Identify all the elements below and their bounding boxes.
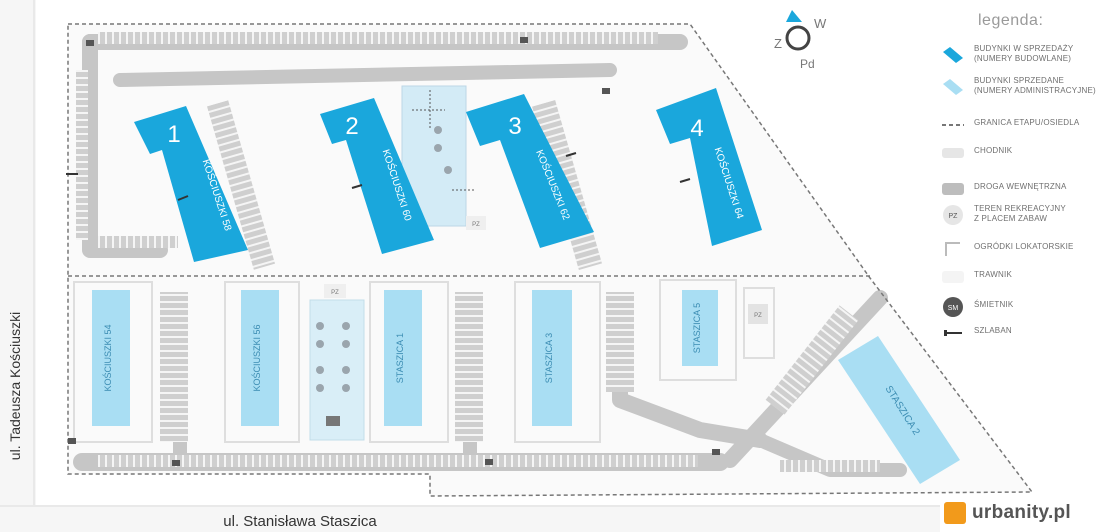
building-number: 1: [167, 121, 180, 148]
compass-east: W: [814, 16, 827, 31]
legend-item-sold: BUDYNKI SPRZEDANE (NUMERY ADMINISTRACYJN…: [932, 76, 1100, 106]
legend-title: legenda:: [978, 12, 1044, 29]
watermark-text: urbanity.pl: [972, 502, 1072, 523]
street-south: [0, 505, 940, 532]
dashed-line-icon: [942, 124, 964, 126]
compass-north: Z: [774, 36, 782, 51]
building-address: STASZICA 1: [395, 333, 405, 383]
street-label-south: ul. Stanisława Staszica: [223, 513, 377, 530]
barrier-icon: [66, 152, 691, 201]
building-sold-icon: [943, 79, 963, 95]
svg-text:SM: SM: [948, 305, 959, 312]
building-sold-staszica-5[interactable]: STASZICA 5: [682, 290, 718, 366]
barrier-icon: [944, 330, 962, 336]
building-for-sale-4[interactable]: 4 KOŚCIUSZKI 64: [656, 88, 762, 246]
playground-east: PZ: [748, 304, 768, 324]
legend-item-boundary: GRANICA ETAPU/OSIEDLA: [932, 114, 1100, 144]
sidewalks: [73, 279, 775, 443]
building-number: 3: [508, 113, 521, 140]
garden-icon: [945, 242, 960, 256]
building-sold-staszica-1[interactable]: STASZICA 1: [384, 290, 422, 426]
legend-item-lawn: TRAWNIK: [932, 266, 1100, 296]
building-sold-kosciuszki-56[interactable]: KOŚCIUSZKI 56: [241, 290, 279, 426]
building-number: 2: [345, 113, 358, 140]
building-address: KOŚCIUSZKI 56: [251, 324, 262, 391]
estate-boundary: [67, 23, 1034, 497]
compass: Z W Pd: [774, 10, 827, 71]
legend-item-trash: SM ŚMIETNIK: [932, 294, 1100, 324]
watermark: urbanity.pl: [944, 500, 1096, 528]
building-address: STASZICA 5: [692, 303, 702, 353]
street-west: [0, 0, 36, 532]
building-for-sale-icon: [943, 47, 963, 63]
svg-text:PZ: PZ: [949, 213, 959, 220]
legend-item-road: DROGA WEWNĘTRZNA: [932, 178, 1100, 208]
legend-item-playground: PZ TEREN REKREACYJNY Z PLACEM ZABAW: [932, 202, 1100, 232]
building-address: KOŚCIUSZKI 54: [102, 324, 113, 391]
playground-icon: PZ: [943, 205, 963, 225]
internal-road-icon: [942, 183, 964, 195]
building-for-sale-2[interactable]: 2 KOŚCIUSZKI 60: [320, 98, 434, 254]
legend-item-sidewalk: CHODNIK: [932, 142, 1100, 172]
sidewalk-icon: [942, 148, 964, 158]
urbanity-logo-icon: [944, 502, 966, 524]
trash-icon: SM: [943, 297, 963, 317]
playground-label: PZ: [331, 290, 339, 296]
building-sold-staszica-3[interactable]: STASZICA 3: [532, 290, 572, 426]
legend-item-barrier: SZLABAN: [932, 322, 1100, 352]
playground-label: PZ: [754, 313, 762, 319]
compass-south: Pd: [800, 57, 815, 71]
building-for-sale-3[interactable]: 3 KOŚCIUSZKI 62: [466, 94, 594, 248]
playground-south: PZ: [309, 284, 365, 441]
lawn-icon: [942, 271, 964, 283]
building-sold-kosciuszki-54[interactable]: KOŚCIUSZKI 54: [92, 290, 130, 426]
legend-item-for-sale: BUDYNKI W SPRZEDAŻY (NUMERY BUDOWLANE): [932, 44, 1100, 74]
street-label-west: ul. Tadeusza Kościuszki: [7, 312, 23, 460]
trash-icon: [68, 37, 720, 466]
building-address: STASZICA 3: [544, 333, 554, 383]
playground-label: PZ: [472, 222, 480, 228]
building-sold-staszica-2[interactable]: STASZICA 2: [838, 336, 960, 484]
legend-item-gardens: OGRÓDKI LOKATORSKIE: [932, 238, 1100, 268]
building-number: 4: [690, 115, 703, 142]
